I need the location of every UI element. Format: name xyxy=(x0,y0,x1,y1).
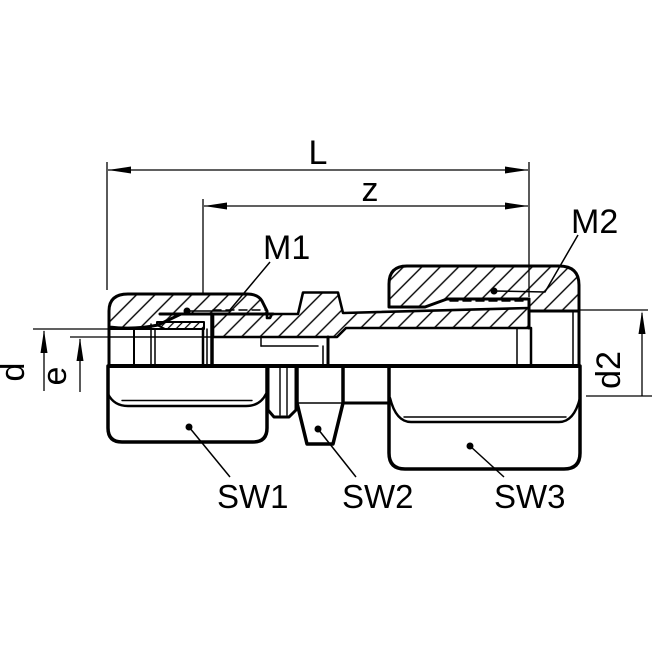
right-nut-outline xyxy=(387,364,582,471)
dim-label-z: z xyxy=(362,171,379,209)
left-nut-chamfer-thick xyxy=(106,392,268,408)
leader-dot-M2 xyxy=(490,287,498,295)
leader-M1 xyxy=(187,261,271,312)
dimension-labels: L z M1 M2 d e d2 SW1 SW2 SW3 xyxy=(0,134,628,515)
leader-dot-SW3 xyxy=(466,442,474,450)
leader-SW2 xyxy=(317,428,357,478)
dim-label-SW2: SW2 xyxy=(342,478,414,515)
leader-dot-M1 xyxy=(183,307,191,315)
arrow-d-up xyxy=(40,330,48,353)
dimensions xyxy=(33,162,652,397)
leader-SW1 xyxy=(188,426,231,478)
arrow-d2-up xyxy=(638,311,646,334)
arrow-L-right xyxy=(505,166,528,174)
right-nut-section xyxy=(387,264,581,313)
leader-dots xyxy=(183,287,498,450)
leader-dot-SW2 xyxy=(314,425,322,433)
lower-exterior-half xyxy=(106,364,582,471)
leader-SW3 xyxy=(469,445,505,478)
collar-outline xyxy=(266,364,298,419)
arrow-e-up xyxy=(76,338,84,361)
arrow-L-left xyxy=(108,166,131,174)
hex-sw2-outline xyxy=(295,364,345,446)
upper-section-half xyxy=(107,264,581,366)
dim-label-d2: d2 xyxy=(590,351,628,389)
dim-label-M1: M1 xyxy=(263,229,310,267)
dim-label-SW1: SW1 xyxy=(217,478,289,515)
dim-label-d: d xyxy=(0,363,32,382)
dim-label-e: e xyxy=(36,367,74,386)
dimension-arrowheads xyxy=(40,166,646,361)
left-nut-outline xyxy=(106,364,269,444)
leader-lines xyxy=(187,234,579,478)
right-nut-chamfer-thick xyxy=(388,396,582,424)
dim-label-SW3: SW3 xyxy=(494,478,566,515)
arrow-z-left xyxy=(204,202,227,210)
leader-M2 xyxy=(493,234,579,293)
ferrule-section xyxy=(156,321,205,330)
body-section xyxy=(211,291,531,339)
leader-dot-SW1 xyxy=(185,423,193,431)
dim-label-L: L xyxy=(309,134,328,172)
dim-label-M2: M2 xyxy=(571,203,618,241)
arrow-z-right xyxy=(505,202,528,210)
